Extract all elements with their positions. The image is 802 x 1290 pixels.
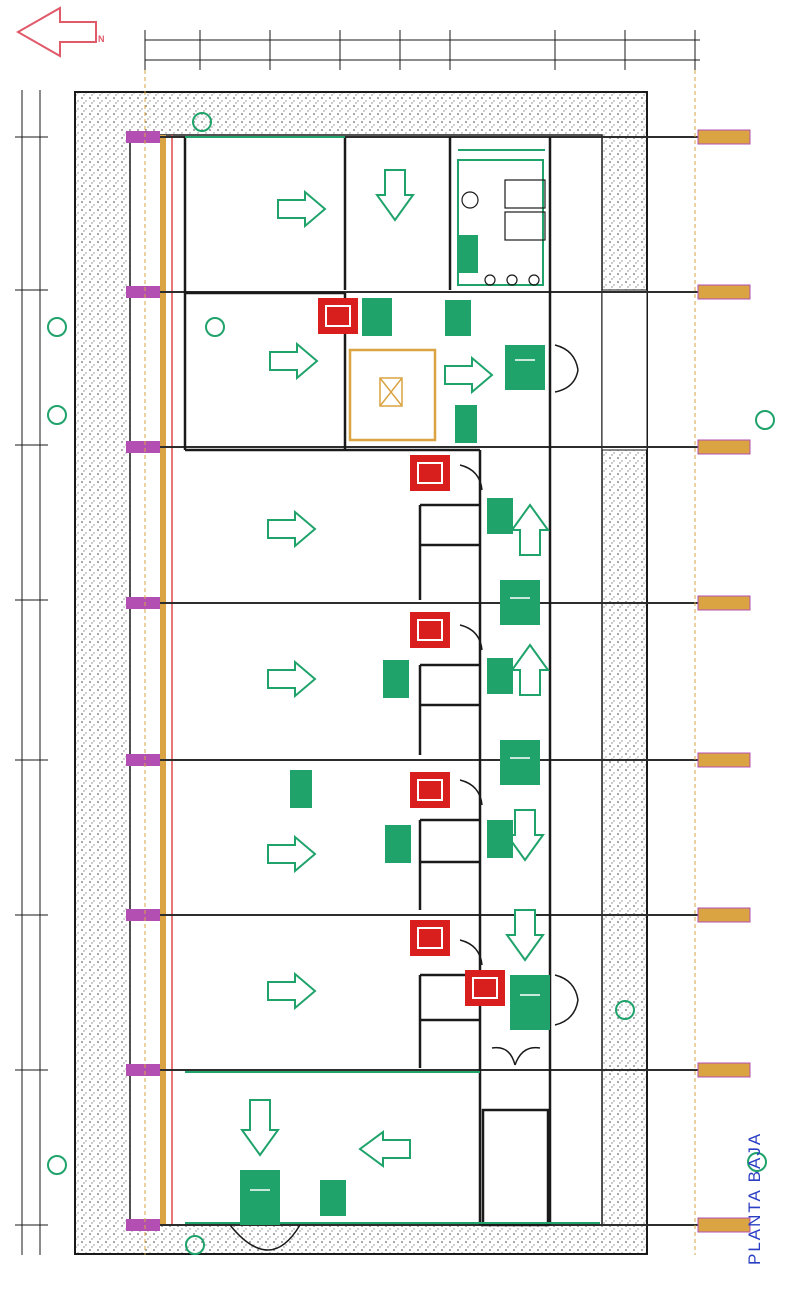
axis-end-markers [697,129,751,1233]
fire-extinguishers [318,298,505,1006]
fire-extinguisher-icon [318,298,358,334]
north-marker-text: N [98,34,105,44]
exit-sign-icon [362,298,392,336]
arrow-down-icon [505,909,545,962]
exit-sign-icon [487,820,513,858]
running-man-exit-icon [510,975,550,1030]
fire-extinguisher-icon [410,612,450,648]
axis-guides [144,70,696,1255]
fire-extinguisher-icon [410,455,450,491]
lift-shaft [379,377,403,407]
grid-bubble-icon [47,405,67,425]
column-markers [126,131,160,1231]
arrow-right-icon [267,834,317,874]
left-dimension-lines [15,90,48,1255]
grid-bubble-icon [615,1000,635,1020]
arrow-up-icon [510,643,550,696]
arrow-down-icon [505,809,545,862]
running-man-exit-icon [500,580,540,625]
arrow-down-icon [375,169,415,222]
exit-sign-icon [458,235,478,273]
arrow-right-icon [269,341,319,381]
grid-axes [130,136,750,1226]
exit-sign-icon [320,1180,346,1216]
grid-bubble-icon [192,112,212,132]
arrow-left-icon [358,1130,411,1168]
exit-sign-icon [383,660,409,698]
grid-bubble-icon [185,1235,205,1255]
exit-signs [240,235,550,1225]
exit-sign-icon [385,825,411,863]
exit-sign-icon [445,300,471,336]
running-man-exit-icon [505,345,545,390]
evacuation-arrows [240,169,550,1168]
arrow-down-icon [240,1099,280,1157]
drawing-title: PLANTA BAJA [745,1131,764,1265]
top-dimension-lines [144,30,700,70]
exit-sign-icon [487,498,513,534]
exit-sign-icon [487,658,513,694]
grid-bubble-icon [47,317,67,337]
running-man-exit-icon [240,1170,280,1225]
fire-extinguisher-icon [410,920,450,956]
fire-extinguisher-icon [465,970,505,1006]
north-arrow-icon [15,6,97,58]
arrow-up-icon [510,503,550,556]
arrow-right-icon [267,971,317,1011]
grid-bubble-icon [47,1155,67,1175]
partitions [183,137,552,1227]
arrow-right-icon [267,509,317,549]
grid-bubble-icon [747,1152,767,1172]
sign-glyphs [250,359,540,1191]
grid-bubble-icon [755,410,775,430]
arrow-right-icon [444,355,494,395]
doors [229,344,579,1251]
arrow-right-icon [277,189,327,229]
fire-extinguisher-icon [410,772,450,808]
exit-sign-icon [290,770,312,808]
grid-bubbles [47,112,775,1255]
arrow-right-icon [267,659,317,699]
toilet-fixtures [461,179,546,286]
right-wall-openings [601,289,648,451]
grid-bubble-icon [205,317,225,337]
running-man-exit-icon [500,740,540,785]
exit-sign-icon [455,405,477,443]
